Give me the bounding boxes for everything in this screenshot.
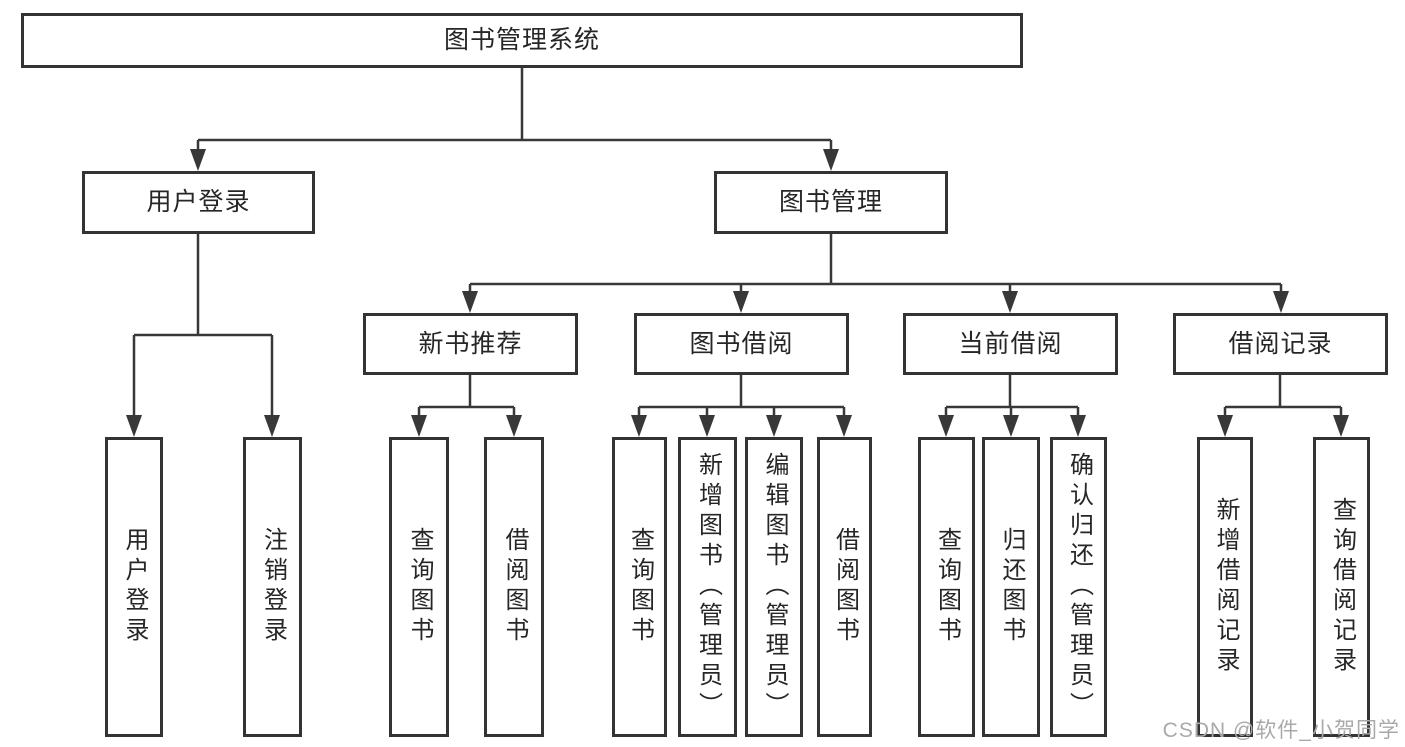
node-label: 图书管理: [778, 188, 883, 216]
node-label: 用户登录: [146, 188, 251, 216]
node-label: 查询借阅记录: [1328, 497, 1356, 677]
node-label: 图书管理系统: [443, 26, 600, 54]
node-leaf-logout: 注销登录: [243, 437, 302, 737]
node-label: 编辑图书（管理员）: [761, 452, 788, 722]
node-leaf-query-books-2: 查询图书: [612, 437, 667, 737]
node-label: 当前借阅: [958, 329, 1063, 358]
node-library-management-system: 图书管理系统: [21, 13, 1023, 68]
node-current-borrowing: 当前借阅: [903, 313, 1118, 375]
node-label: 查询图书: [406, 527, 433, 647]
arrowheads: [126, 149, 1349, 437]
node-leaf-add-borrow-record: 新增借阅记录: [1197, 437, 1253, 737]
node-label: 用户登录: [121, 527, 148, 647]
node-label: 查询图书: [626, 527, 654, 647]
node-leaf-add-books-admin: 新增图书（管理员）: [678, 437, 737, 737]
node-user-login-branch: 用户登录: [82, 171, 315, 234]
node-leaf-borrow-books-1: 借阅图书: [484, 437, 544, 737]
node-label: 归还图书: [998, 527, 1025, 647]
node-leaf-query-books-3: 查询图书: [918, 437, 975, 737]
node-label: 借阅记录: [1228, 329, 1333, 358]
node-label: 确认归还（管理员）: [1065, 452, 1093, 722]
node-leaf-edit-books-admin: 编辑图书（管理员）: [745, 437, 803, 737]
node-leaf-borrow-books-2: 借阅图书: [817, 437, 872, 737]
node-label: 注销登录: [259, 527, 287, 647]
node-label: 查询图书: [933, 527, 961, 647]
node-new-book-recommendation: 新书推荐: [363, 313, 578, 375]
node-label: 新书推荐: [418, 329, 523, 358]
node-leaf-query-books-1: 查询图书: [389, 437, 449, 737]
node-leaf-user-login: 用户登录: [105, 437, 163, 737]
node-leaf-confirm-return-admin: 确认归还（管理员）: [1050, 437, 1107, 737]
node-label: 图书借阅: [689, 329, 794, 358]
node-label: 新增图书（管理员）: [694, 452, 722, 722]
node-book-management: 图书管理: [714, 171, 948, 234]
node-borrowing-records: 借阅记录: [1173, 313, 1388, 375]
node-label: 新增借阅记录: [1212, 497, 1239, 677]
node-leaf-query-borrow-record: 查询借阅记录: [1313, 437, 1370, 737]
node-book-borrowing: 图书借阅: [634, 313, 849, 375]
watermark: CSDN @软件_小贺同学: [1162, 719, 1400, 742]
node-leaf-return-books: 归还图书: [982, 437, 1040, 737]
node-label: 借阅图书: [831, 527, 859, 647]
node-label: 借阅图书: [501, 527, 528, 647]
